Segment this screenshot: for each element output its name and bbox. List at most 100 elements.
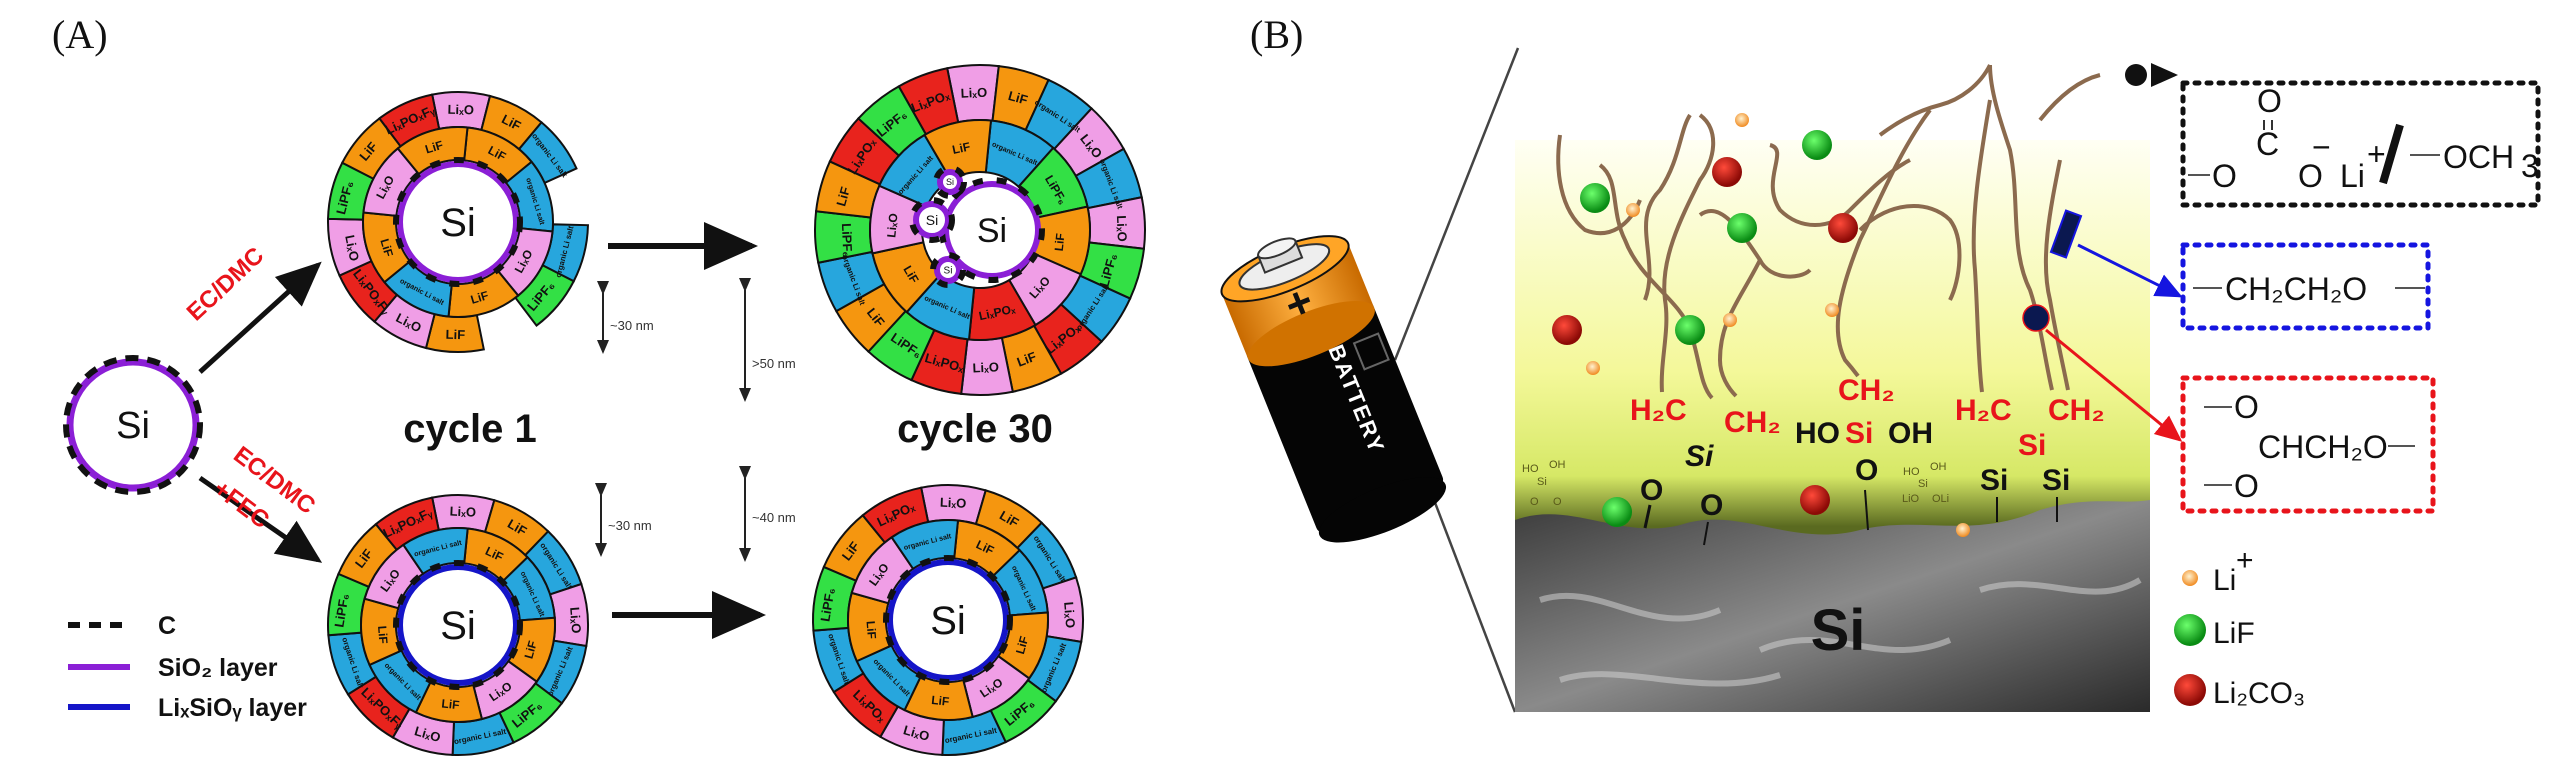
si-core <box>397 161 519 283</box>
sei-segment-label: LiF <box>441 696 460 712</box>
scale-bar-1-label: ~30 nm <box>610 318 654 333</box>
li-ion-particle <box>1586 361 1600 375</box>
g3-si2: Si <box>2042 464 2070 497</box>
sei-segment-label: LiF <box>1052 233 1068 252</box>
legend-li-ion-sup: + <box>2236 544 2254 577</box>
panel-a: (A) Si EC/DMC EC/DMC +FEC SiLiₓOLiForgan… <box>52 12 1146 756</box>
methoxy-sub: 3 <box>2521 148 2539 184</box>
panel-b: (B) + BATTERY Si <box>1220 12 2541 713</box>
small-si: Si <box>1918 478 1928 490</box>
legend-lif-icon <box>2174 614 2206 646</box>
small-oh: OH <box>1549 459 1566 471</box>
legend-item-carbon: C <box>68 612 176 640</box>
sei-segment-label: LiF <box>833 185 853 208</box>
legend-li2co3-icon <box>2174 674 2206 706</box>
si-core-label: Si <box>946 177 954 187</box>
panel-a-label: (A) <box>52 12 108 57</box>
legend-panel-a: C SiO₂ layer LiₓSiOᵧ layer <box>68 612 307 722</box>
si-substrate-label: Si <box>1811 598 1866 663</box>
sei-segment-label: LiₓO <box>940 495 967 511</box>
sei-segment-label: LiₓO <box>413 723 443 745</box>
si-cores: Si <box>883 555 1013 685</box>
g2-o: O <box>1855 454 1878 487</box>
branched-box-border <box>2180 375 2436 514</box>
sio2-shell <box>66 358 200 492</box>
battery: + BATTERY <box>1220 235 1447 543</box>
sei-particles <box>1552 113 1970 537</box>
li2co3-particle <box>1552 315 1582 345</box>
g3-h2c: H₂C <box>1955 394 2012 427</box>
g3-si1: Si <box>1980 464 2008 497</box>
si-substrate <box>1515 500 2150 712</box>
si-core-label: Si <box>930 599 966 643</box>
sei-segment-label: LiF <box>377 237 396 258</box>
small-lio: LiO <box>1902 493 1920 505</box>
sei-segment-label: LiₓO <box>972 359 999 375</box>
branched-formula: CHCH₂O <box>2258 429 2388 465</box>
g1-o1: O <box>1640 474 1663 507</box>
ethylene-oxide-formula: CH₂CH₂O <box>2225 271 2367 307</box>
surface-group-3: H₂C CH₂ Si Si Si <box>1955 394 2105 522</box>
legend-li-ion-icon <box>2182 570 2198 586</box>
sei-segment-label: LiₓO <box>1114 215 1130 242</box>
legend-label-carbon: C <box>158 612 176 640</box>
g1-h2c: H₂C <box>1630 394 1687 427</box>
legend-li-ion-label: Li <box>2213 564 2236 597</box>
si-core <box>397 564 519 686</box>
si-core <box>937 169 963 195</box>
cycle-1-label: cycle 1 <box>403 407 536 451</box>
polymer-chains <box>1556 64 2101 400</box>
small-si: Si <box>1537 476 1547 488</box>
carbon-coating <box>393 560 523 690</box>
panel-b-label: (B) <box>1250 12 1303 57</box>
si-core <box>934 256 962 284</box>
silanol-small-1: HO OH Si O O <box>1522 459 1566 508</box>
g2-oh: OH <box>1888 417 1933 450</box>
small-o: O <box>1530 496 1539 508</box>
scale-bar-2: >50 nm <box>739 278 796 402</box>
solvent-ec-dmc: EC/DMC <box>182 242 270 326</box>
carbon-coating <box>939 177 1045 283</box>
arrow-to-ethylene-oxide-box <box>2077 243 2183 298</box>
si-cores: Si <box>393 560 523 690</box>
g2-ho: HO <box>1795 417 1840 450</box>
carbon-coating <box>883 555 1013 685</box>
sei-segment-label: LiF <box>445 327 465 342</box>
sei-segment-label: LiF <box>469 288 490 307</box>
zoom-region-marker <box>1352 332 1390 371</box>
sei-segment-label: LiₓO <box>449 504 476 520</box>
sei-segment-label: LiₓO <box>902 722 932 744</box>
lif-particle <box>1802 130 1832 160</box>
sei-layer <box>1515 140 2150 560</box>
small-ho: HO <box>1522 463 1539 475</box>
carbonate-box-border <box>2180 80 2541 208</box>
scale-bar-3-label: ~30 nm <box>608 518 652 533</box>
sei-segment-label: LiₓO <box>447 102 474 118</box>
legend-panel-b: Li + LiF Li₂CO₃ <box>2174 544 2305 710</box>
g3-ch2: CH₂ <box>2048 394 2105 427</box>
carbonate-plus: + <box>2367 136 2386 172</box>
sei-segment-label: LiF <box>951 139 972 157</box>
sei-segments <box>814 64 1146 396</box>
li-ion-particle <box>1723 313 1737 327</box>
carbon-coating <box>930 252 966 288</box>
carbonate-o-left: O <box>2212 158 2237 194</box>
g1-si: Si <box>1685 440 1714 473</box>
scale-bar-1: ~30 nm <box>597 281 654 354</box>
lif-particle <box>1727 213 1757 243</box>
scale-bar-3: ~30 nm <box>595 483 652 557</box>
small-ho: HO <box>1903 466 1920 478</box>
carbonate-carbon: C <box>2256 126 2279 162</box>
g1-ch2: CH₂ <box>1724 406 1781 439</box>
arrow-ec-dmc-fec <box>198 475 323 563</box>
sei-segment-label: LiPF₆ <box>839 223 855 258</box>
li2co3-particle <box>1712 157 1742 187</box>
branched-o-top: O <box>2234 389 2259 425</box>
sei-segment-label: LiF <box>1007 88 1030 108</box>
legend-lif-label: LiF <box>2213 617 2255 650</box>
sei-segment-label: LiPF₆ <box>331 592 351 628</box>
